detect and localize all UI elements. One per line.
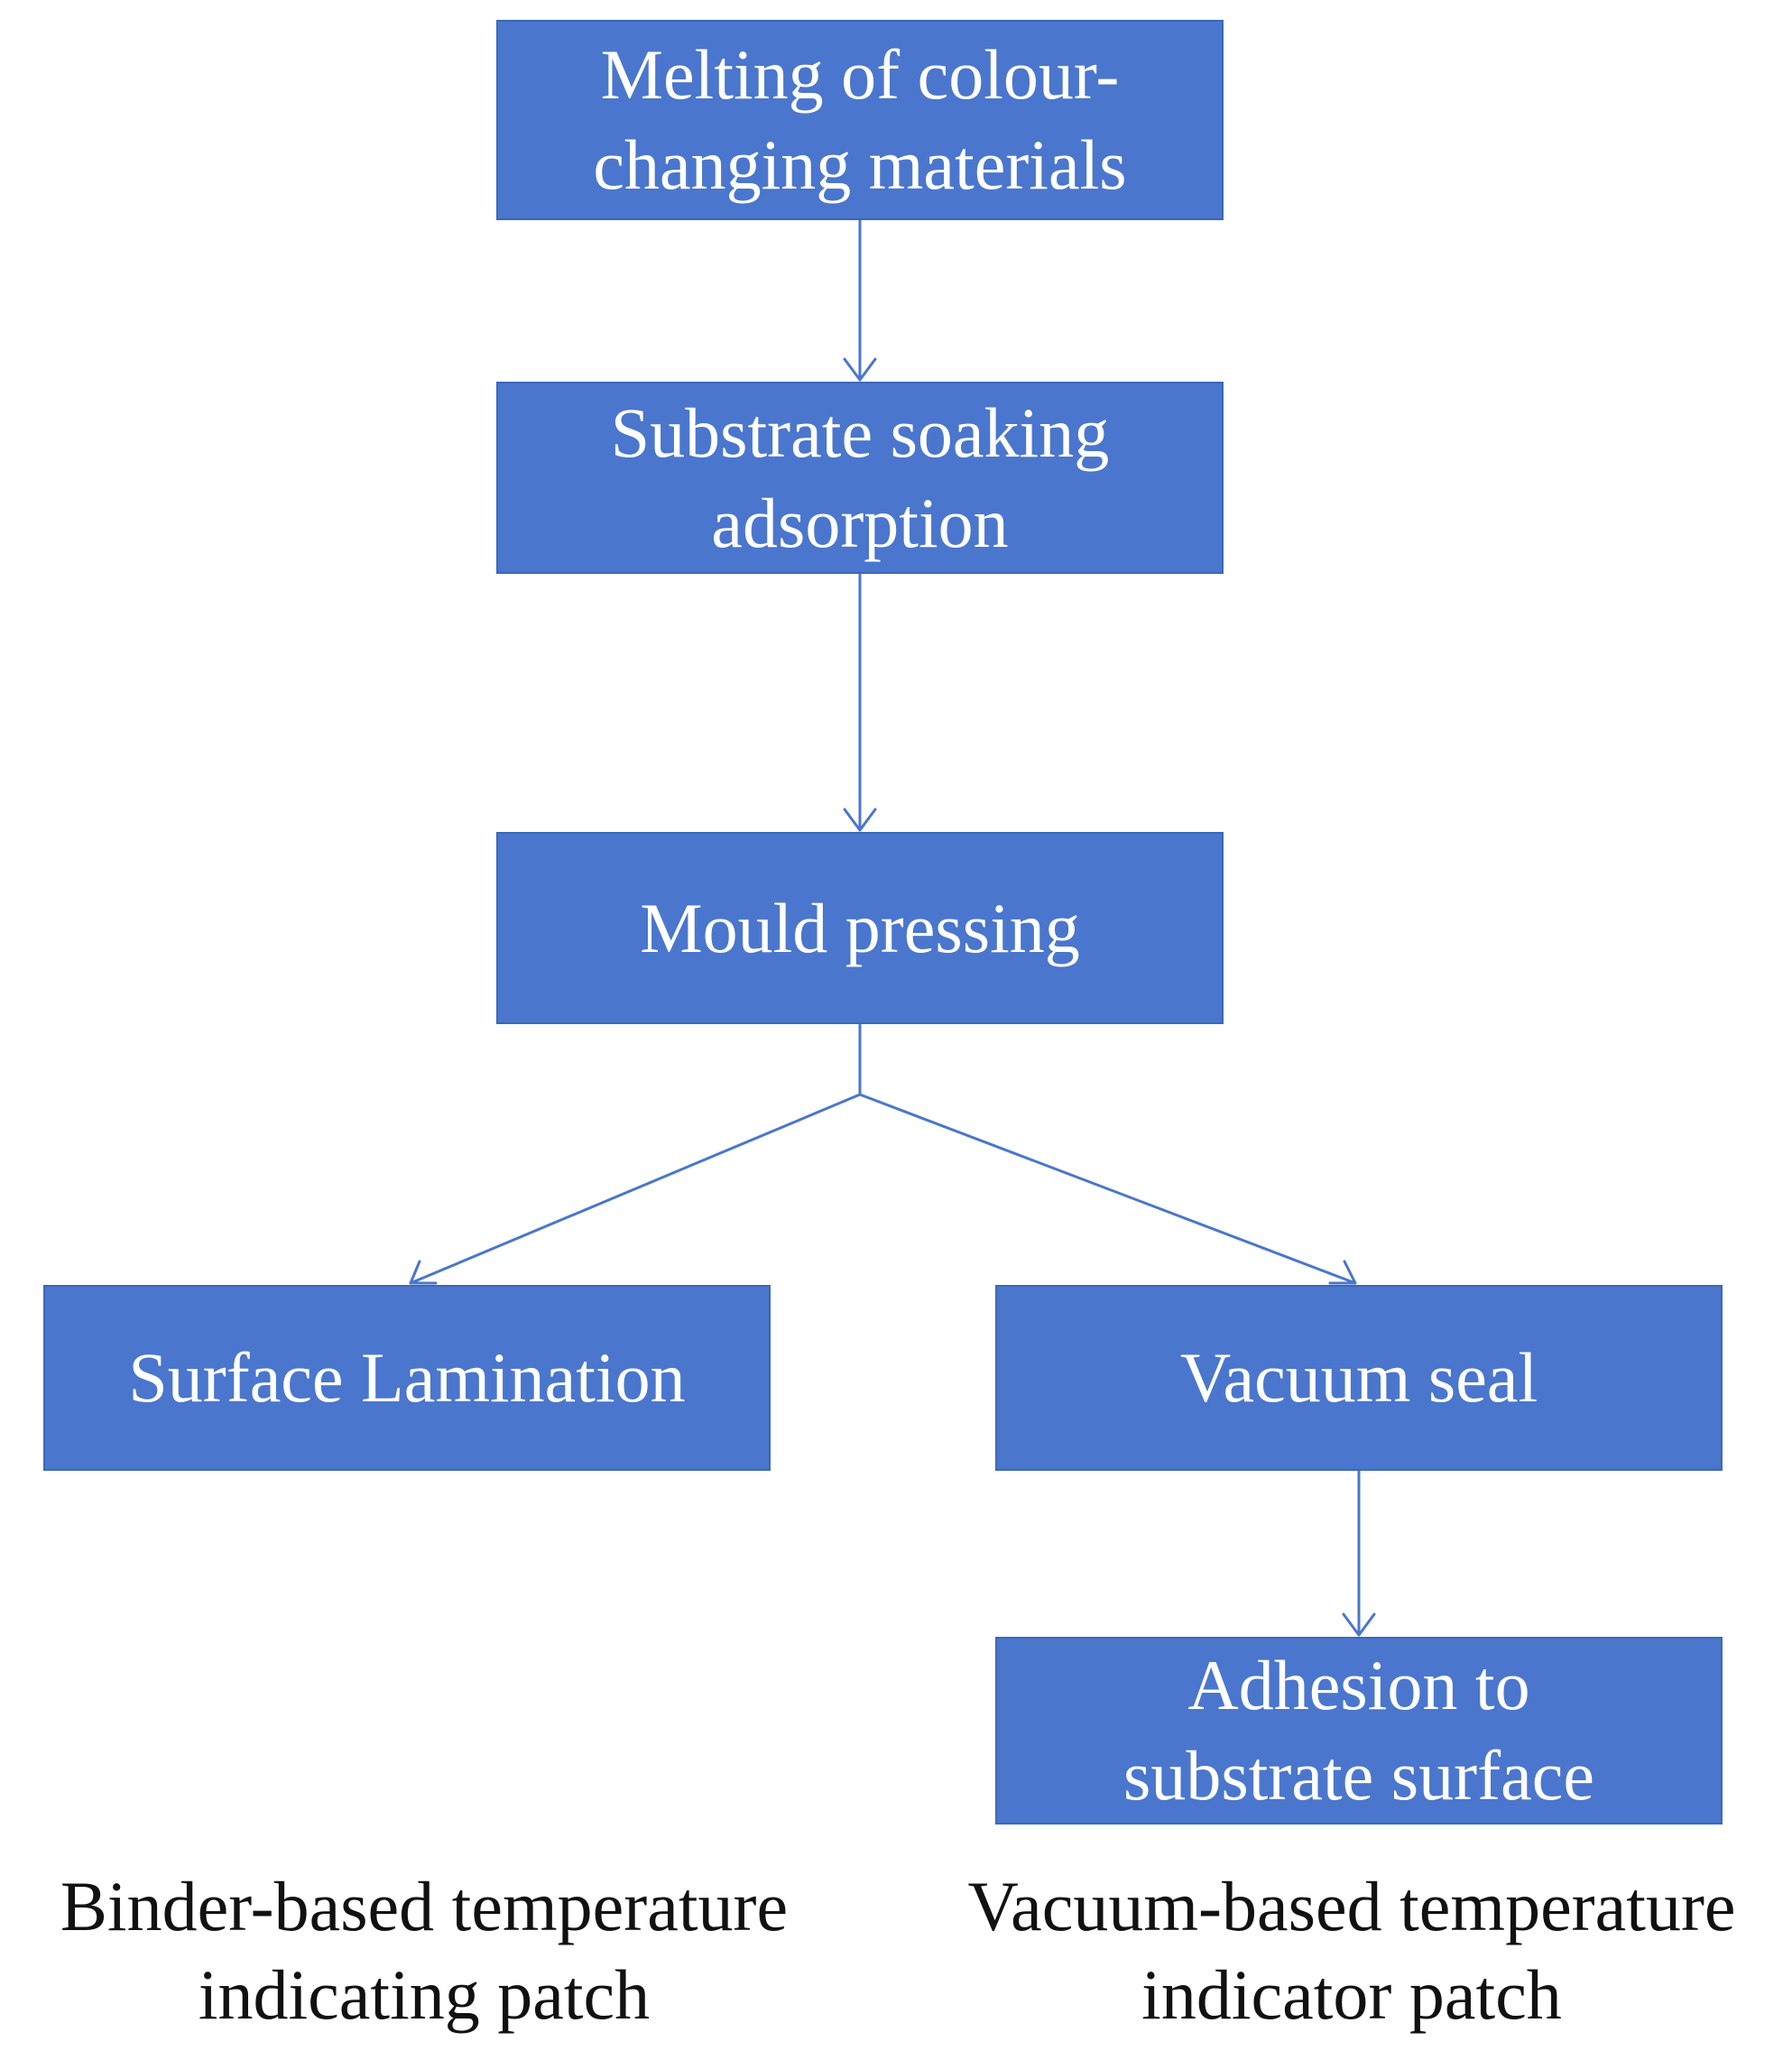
step-vacuum-seal-label: Vacuum seal (1179, 1338, 1538, 1417)
step-vacuum-seal-box: Vacuum seal (995, 1285, 1723, 1471)
step-melting-box: Melting of colour- changing materials (496, 20, 1224, 220)
caption-vacuum-line-1: Vacuum-based temperature (967, 1867, 1736, 1945)
step-soaking-box: Substrate soaking adsorption (496, 382, 1224, 574)
connector-branch-to-lamination (409, 1093, 862, 1285)
caption-vacuum-line-2: indicator patch (1141, 1955, 1562, 2034)
step-soaking-line-2: adsorption (711, 483, 1009, 562)
arrowhead-lamination (409, 1260, 438, 1285)
step-surface-lamination-label: Surface Lamination (128, 1338, 686, 1417)
caption-binder-line-2: indicating patch (198, 1955, 651, 2034)
caption-vacuum-based-patch: Vacuum-based temperature indicator patch (911, 1862, 1792, 2039)
step-soaking-line-1: Substrate soaking (610, 393, 1110, 472)
step-mould-pressing-box: Mould pressing (496, 832, 1224, 1024)
arrowhead-vacuum (1328, 1260, 1357, 1285)
caption-binder-line-1: Binder-based temperature (60, 1867, 789, 1945)
arrowhead-mould (843, 808, 877, 832)
connector-branch-to-vacuum (858, 1093, 1357, 1285)
arrowhead-soak (843, 357, 877, 382)
step-mould-pressing-label: Mould pressing (640, 888, 1080, 967)
caption-binder-based-patch: Binder-based temperature indicating patc… (0, 1862, 848, 2039)
step-adhesion-line-2: substrate surface (1123, 1736, 1594, 1815)
step-surface-lamination-box: Surface Lamination (43, 1285, 771, 1471)
step-melting-line-2: changing materials (593, 125, 1127, 204)
step-melting-line-1: Melting of colour- (600, 35, 1120, 114)
step-adhesion-line-1: Adhesion to (1187, 1646, 1530, 1724)
arrowhead-adhesion (1342, 1612, 1376, 1637)
step-adhesion-box: Adhesion to substrate surface (995, 1637, 1723, 1824)
